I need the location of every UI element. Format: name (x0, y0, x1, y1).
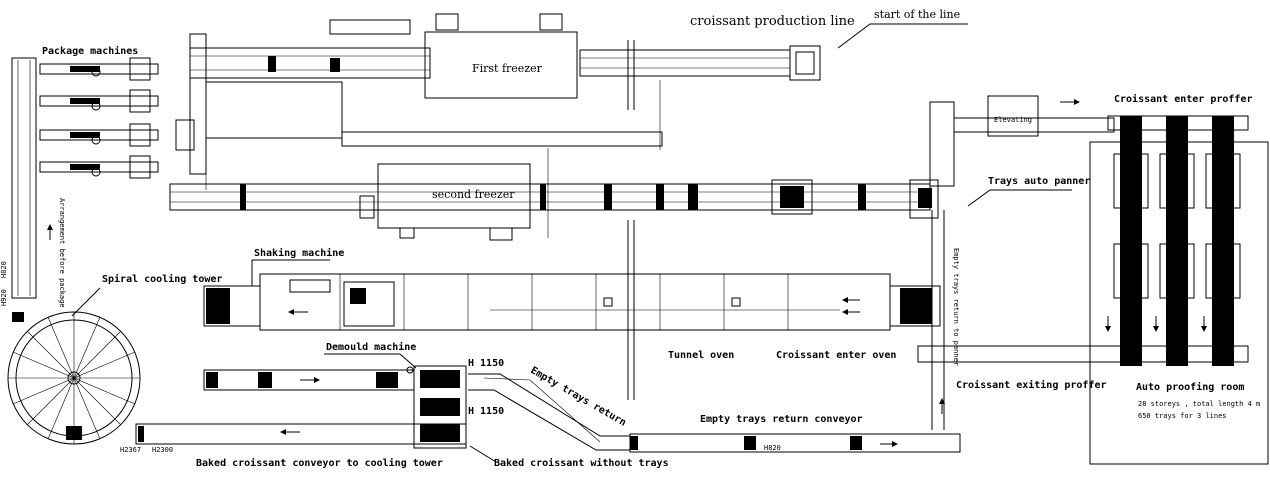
label-h820-bottom: H820 (764, 444, 781, 452)
label-demould-machine: Demould machine (326, 341, 416, 353)
arrangement-conveyor (11, 57, 37, 299)
label-second-freezer: second freezer (432, 188, 515, 201)
label-trays-auto-panner: Trays auto panner (988, 176, 1090, 187)
elevating-box (987, 95, 1039, 137)
proofer-lanes (1105, 116, 1241, 366)
first-freezer (424, 31, 578, 99)
baked-conveyor (135, 423, 467, 445)
label-auto-proofing-room: Auto proofing room (1136, 381, 1244, 393)
label-h1150-bottom: H 1150 (468, 406, 504, 417)
label-empty-trays-return-conveyor: Empty trays return conveyor (700, 414, 863, 425)
return-ramp (468, 373, 630, 437)
package-machines (39, 57, 159, 179)
label-croissant-enter-proffer: Croissant enter proffer (1114, 93, 1252, 105)
label-baked-conveyor: Baked croissant conveyor to cooling towe… (196, 457, 443, 469)
start-leader (837, 23, 968, 49)
label-shaking-machine: Shaking machine (254, 247, 344, 259)
diagram-title: croissant production line (690, 14, 855, 29)
label-tunnel-oven: Tunnel oven (668, 350, 734, 361)
label-h2300: H2300 (152, 446, 173, 454)
demould-machine (413, 365, 467, 449)
riser (929, 101, 955, 187)
label-spiral-cooling-tower: Spiral cooling tower (102, 273, 222, 285)
spiral-cooling-tower (7, 311, 141, 445)
label-return-to-panner: Empty trays return to panner (952, 248, 960, 366)
label-h1150-top: H 1150 (468, 358, 504, 369)
proofing-note-1: 28 storeys , total length 4 m (1138, 400, 1260, 408)
label-croissant-enter-oven: Croissant enter oven (776, 349, 896, 361)
label-croissant-exiting-proffer: Croissant exiting proffer (956, 379, 1107, 391)
middle-line (169, 148, 939, 400)
label-first-freezer: First freezer (472, 62, 543, 75)
label-h920: H920 (0, 289, 8, 306)
upper-line (175, 13, 821, 190)
label-h820-left: H820 (0, 261, 8, 278)
label-package-machines: Package machines (42, 45, 138, 57)
proofing-note-2: 650 trays for 3 lines (1138, 412, 1227, 420)
empty-trays-return-conveyor (629, 433, 961, 453)
label-h2367: H2367 (120, 446, 141, 454)
label-arrangement: Arrangement before package (58, 198, 66, 308)
exiting-proffer-conveyor (917, 345, 1249, 363)
second-freezer (377, 163, 531, 229)
label-elevating: Elevating (994, 116, 1032, 124)
label-baked-without-trays: Baked croissant without trays (494, 457, 669, 469)
label-start-of-line: start of the line (874, 8, 960, 21)
